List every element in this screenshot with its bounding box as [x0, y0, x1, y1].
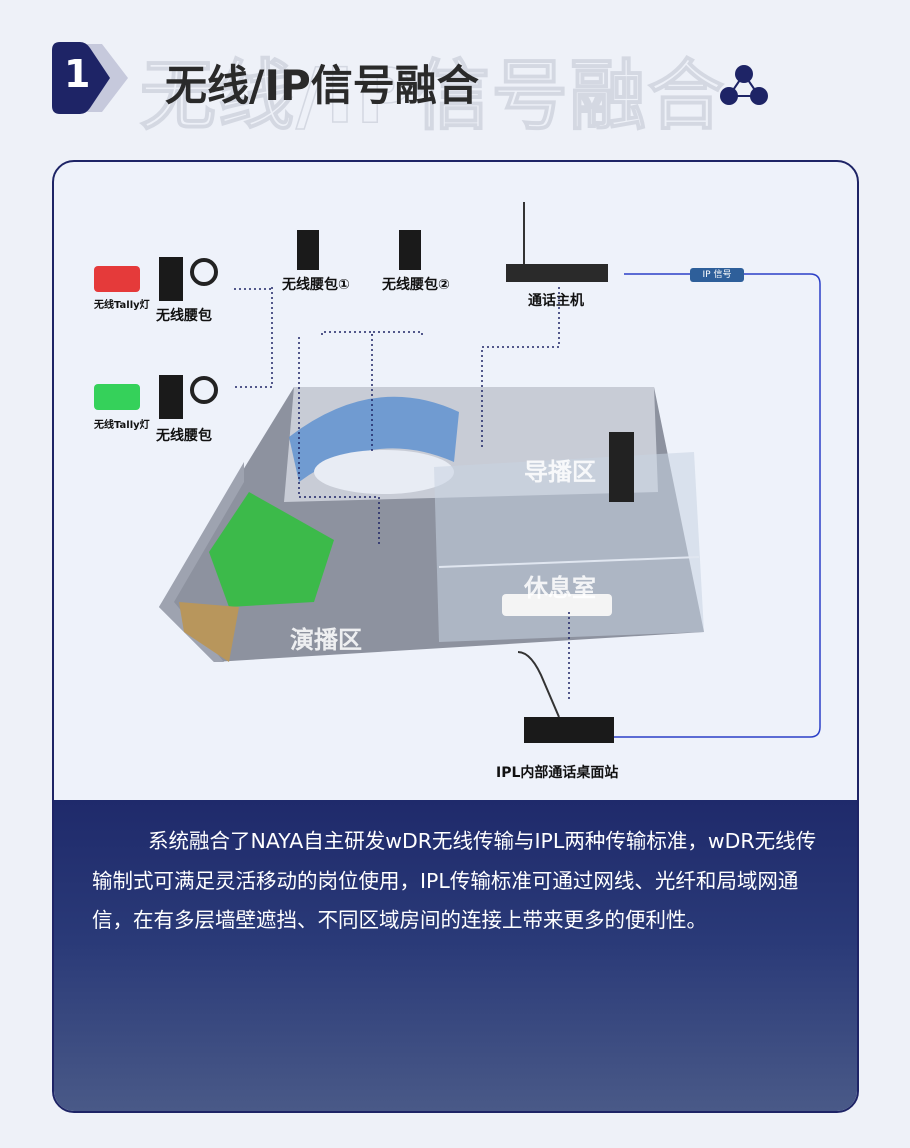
main-station-device: [506, 264, 608, 282]
description-panel: 系统融合了NAYA自主研发wDR无线传输与IPL两种传输标准，wDR无线传输制式…: [54, 800, 857, 1111]
tally-light-green: [94, 384, 140, 410]
ip-network-icon: [720, 65, 768, 105]
zone-label: 演播区: [290, 626, 362, 654]
zone-label: 休息室: [524, 574, 596, 602]
beltpack-label: 无线腰包②: [382, 277, 450, 293]
title-watermark: 无线/IP信号融合: [139, 50, 726, 141]
desktop-station-device: [524, 717, 614, 743]
tally-light-red: [94, 266, 140, 292]
beltpack-label: 无线腰包: [156, 308, 212, 324]
ip-signal-badge: IP 信号: [690, 268, 744, 282]
page-title: 无线/IP信号融合: [165, 61, 479, 110]
beltpack-device: [159, 257, 183, 301]
section-number: 1: [64, 52, 91, 96]
description-text: 系统融合了NAYA自主研发wDR无线传输与IPL两种传输标准，wDR无线传输制式…: [92, 829, 817, 932]
beltpack-device: [399, 230, 421, 270]
tally-light-label: 无线Tally灯: [94, 300, 150, 311]
section-number-badge: [52, 42, 128, 114]
zone-label: 导播区: [524, 458, 596, 486]
beltpack-label: 无线腰包: [156, 428, 212, 444]
glass-rooms: [434, 452, 704, 642]
beltpack-label: 无线腰包①: [282, 277, 350, 293]
studio-diagram: [94, 202, 821, 743]
anchor-desk: [314, 450, 454, 494]
diagram-card: 无线Tally灯 无线Tally灯 无线腰包 无线腰包 无线腰包① 无线腰包② …: [52, 160, 859, 1113]
main-station-label: 通话主机: [528, 293, 584, 309]
desktop-station-label: IPL内部通话桌面站: [496, 765, 619, 781]
headset-icon: [190, 258, 218, 286]
beltpack-device: [159, 375, 183, 419]
tally-light-label: 无线Tally灯: [94, 420, 150, 431]
headset-icon: [190, 376, 218, 404]
beltpack-device: [297, 230, 319, 270]
green-screen: [209, 492, 334, 607]
